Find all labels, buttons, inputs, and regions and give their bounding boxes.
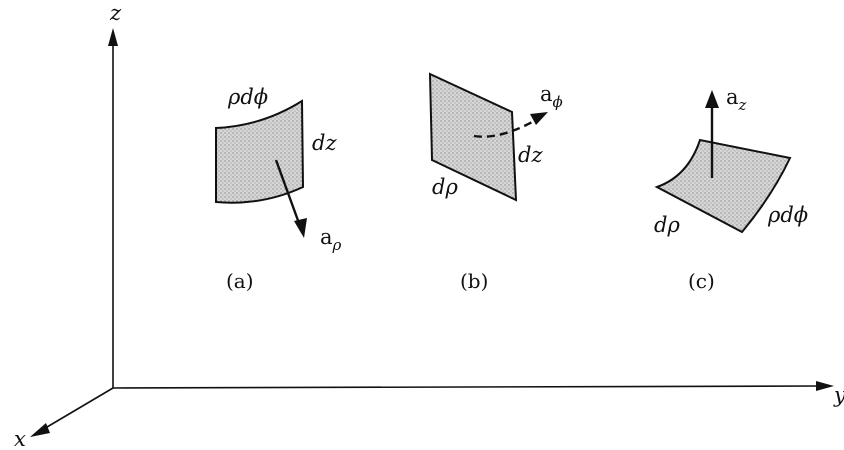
width-label-drho: dρ [654, 213, 680, 237]
unit-vector-a-rho-label: aρ [320, 225, 342, 254]
coordinate-axes: z y x [14, 1, 844, 450]
x-axis [41, 387, 114, 431]
panel-b: aϕ dz dρ (b) [428, 72, 563, 293]
arc-length-label-rhodphi: ρdϕ [767, 203, 808, 227]
z-axis-arrowhead [108, 28, 118, 46]
unit-vector-a-z-label: az [726, 85, 747, 114]
surface-element-rho [215, 99, 305, 204]
surface-element-phi [428, 72, 518, 202]
y-axis-arrowhead [816, 381, 834, 391]
caption-c: (c) [688, 269, 715, 293]
z-axis-label: z [109, 1, 122, 25]
caption-b: (b) [460, 269, 488, 293]
y-axis [112, 385, 819, 389]
panel-c: az dρ ρdϕ (c) [654, 85, 808, 293]
unit-vector-a-rho-arrow [274, 159, 302, 227]
x-axis-label: x [14, 427, 26, 450]
unit-vector-a-z-arrowhead [705, 90, 719, 108]
height-label-dz: dz [518, 143, 543, 167]
panel-a: ρdϕ dz aρ (a) [215, 85, 342, 293]
unit-vector-a-phi-label: aϕ [540, 82, 563, 111]
unit-vector-a-phi-arrow [473, 118, 537, 138]
caption-a: (a) [226, 269, 254, 293]
width-label-drho: dρ [432, 175, 458, 199]
arc-length-label-rhodphi: ρdϕ [227, 85, 268, 109]
x-axis-arrowhead [30, 423, 50, 437]
unit-vector-a-phi-arrowhead [530, 112, 548, 125]
surface-element-z [654, 138, 792, 234]
y-axis-label: y [833, 383, 844, 407]
unit-vector-a-rho-arrowhead [294, 218, 307, 238]
height-label-dz: dz [312, 131, 337, 155]
